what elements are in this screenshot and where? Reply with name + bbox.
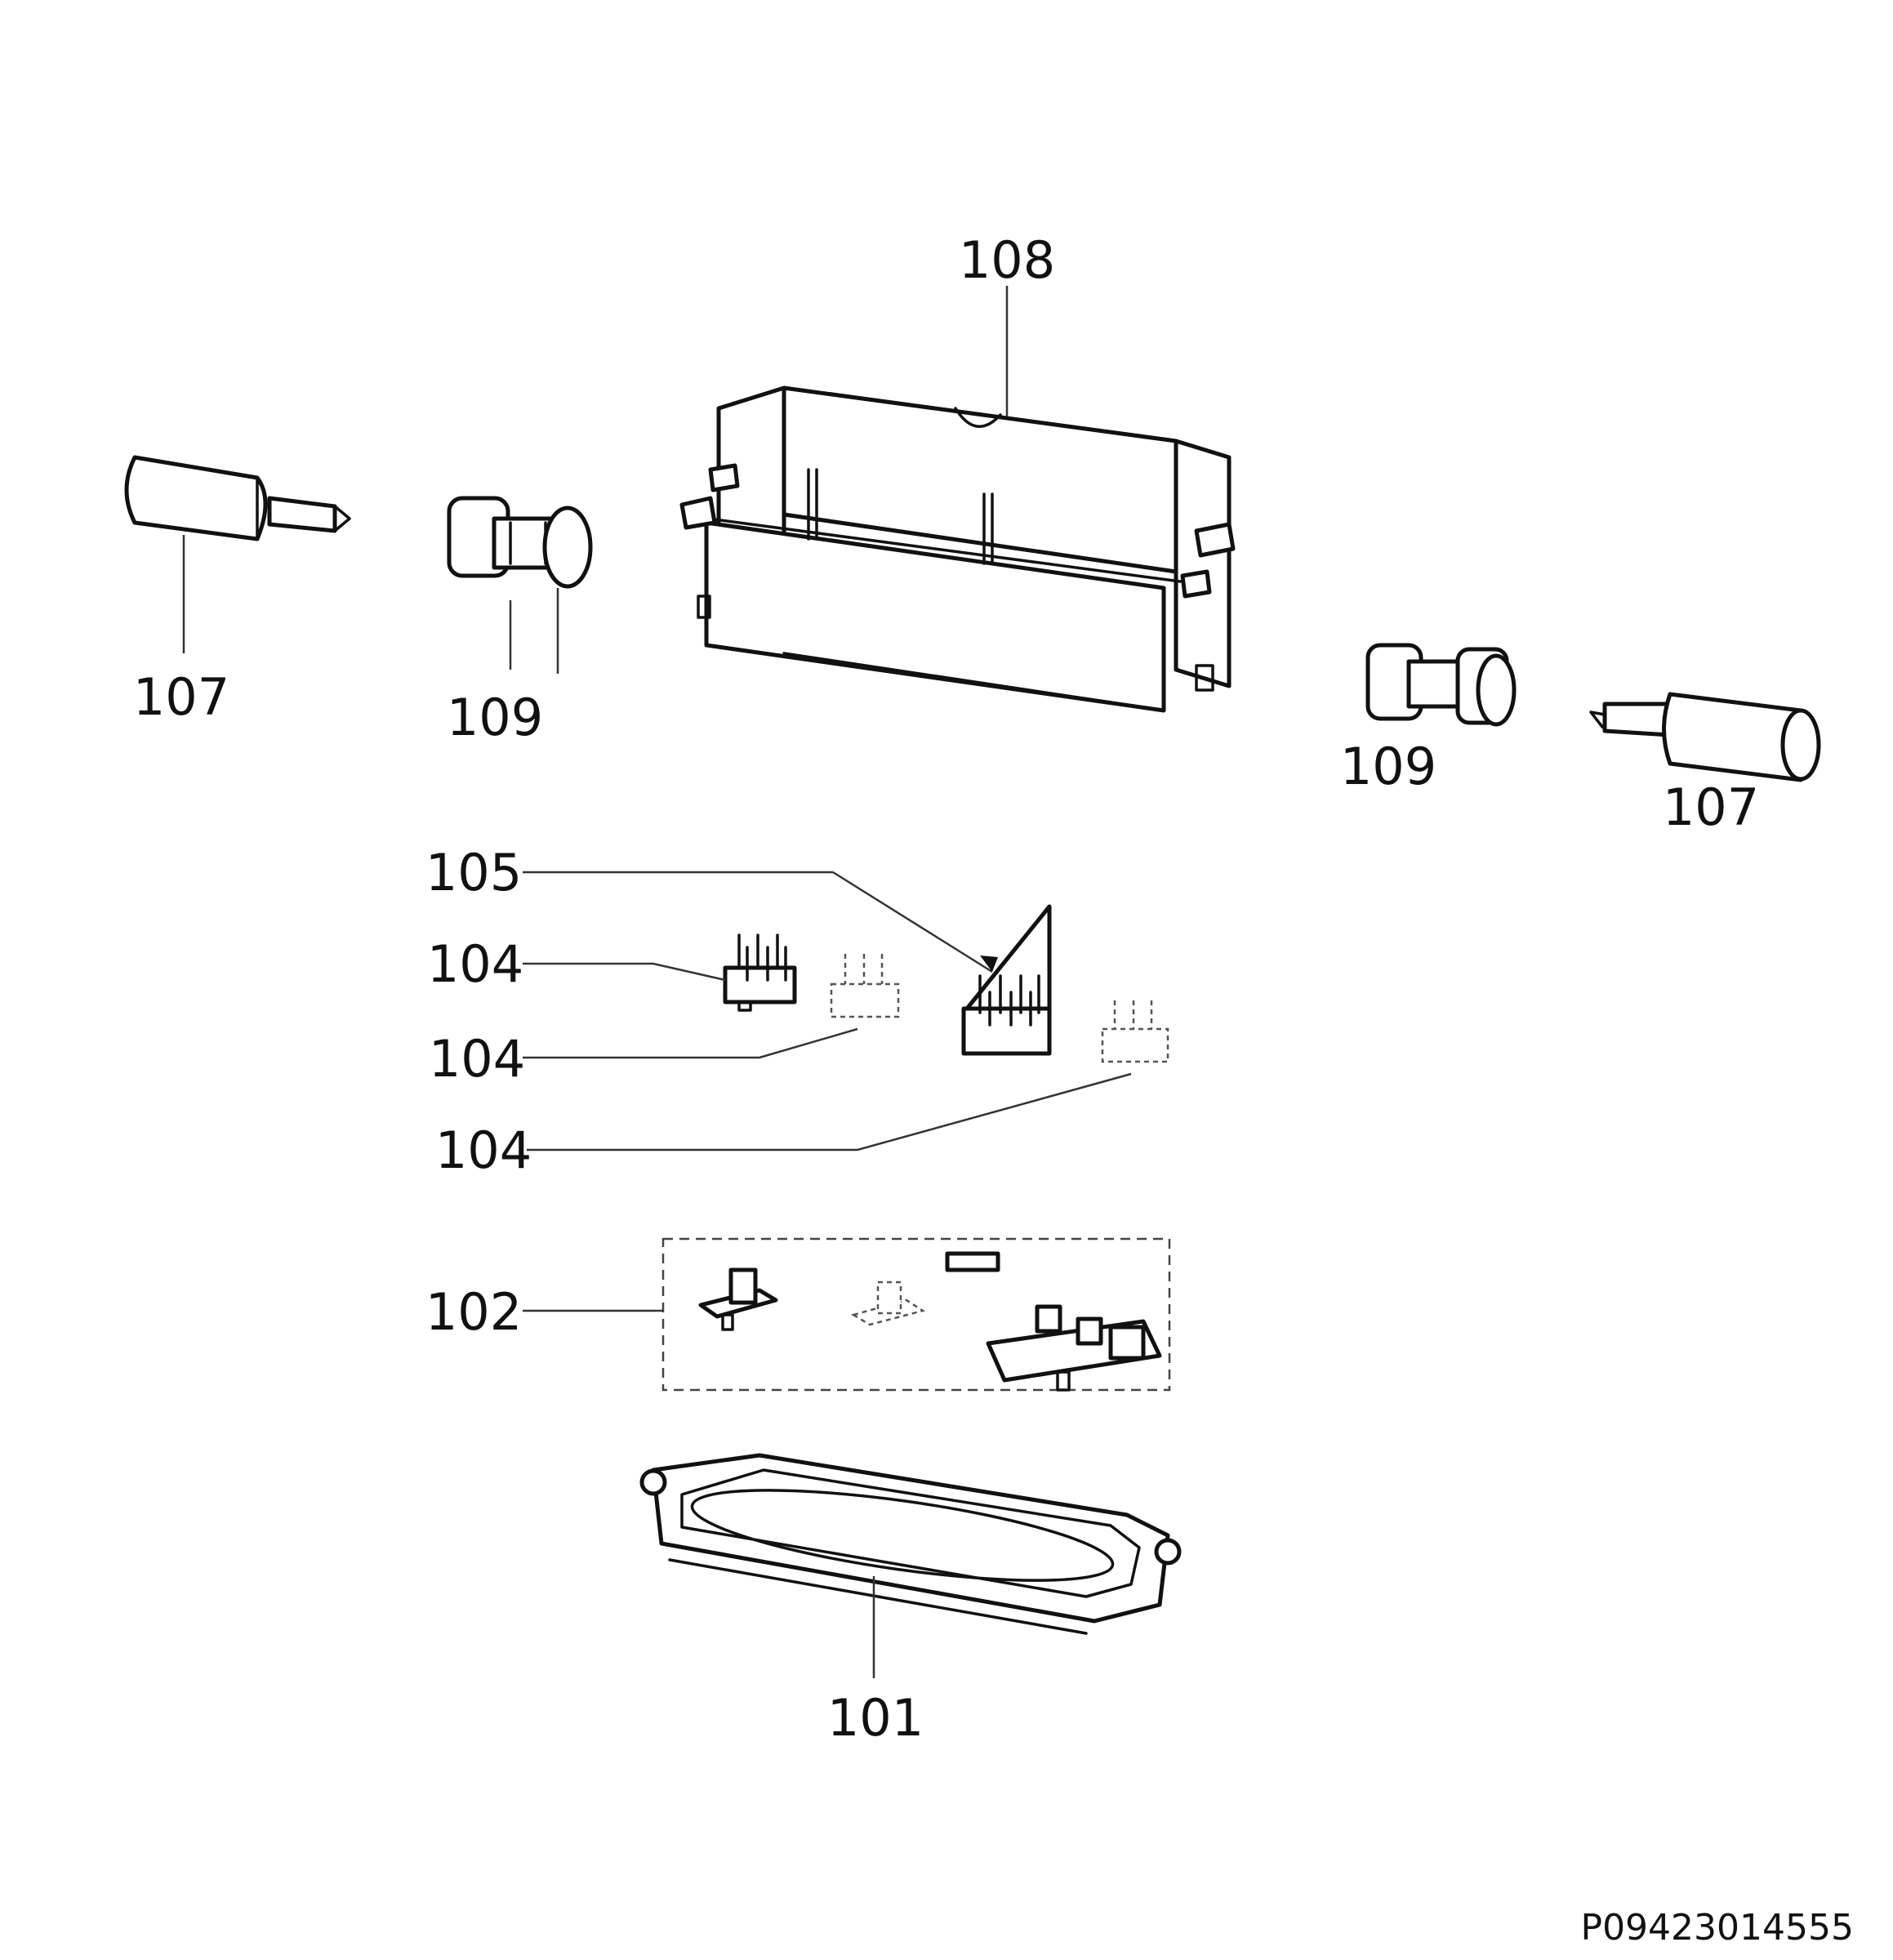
callout-105: 105 — [425, 843, 522, 902]
callout-101: 101 — [827, 1688, 924, 1748]
callout-109-right: 109 — [1340, 737, 1436, 796]
leader-104-a — [523, 962, 726, 982]
part-108-housing — [679, 385, 1236, 713]
part-104-c-connector — [1101, 1000, 1169, 1063]
part-104-a-connector — [723, 933, 797, 1012]
callout-104-a: 104 — [427, 934, 523, 994]
leader-104-c — [527, 1072, 1132, 1152]
callout-107-left: 107 — [133, 667, 229, 727]
part-102-kit-parts — [698, 1251, 1162, 1392]
part-109-left-bushing — [447, 496, 593, 589]
part-102-kit-box — [661, 1237, 1171, 1392]
part-105-connector — [961, 904, 1052, 1056]
callout-104-c: 104 — [435, 1120, 532, 1180]
drawing-code: P09423014555 — [1581, 1907, 1854, 1949]
part-104-b-connector — [830, 954, 900, 1018]
part-107-left-pin — [124, 455, 351, 541]
leader-105-arrow — [980, 956, 998, 972]
callout-102: 102 — [425, 1282, 522, 1342]
callout-107-right: 107 — [1663, 777, 1759, 837]
part-101-base-tray — [639, 1453, 1182, 1635]
part-107-right-pin — [1589, 692, 1821, 782]
part-109-right-bushing — [1365, 643, 1517, 727]
callout-109-left: 109 — [447, 688, 543, 747]
callout-104-b: 104 — [429, 1029, 525, 1089]
leader-104-b — [523, 1027, 858, 1059]
leader-105-diag — [832, 871, 993, 973]
callout-108: 108 — [959, 230, 1055, 290]
